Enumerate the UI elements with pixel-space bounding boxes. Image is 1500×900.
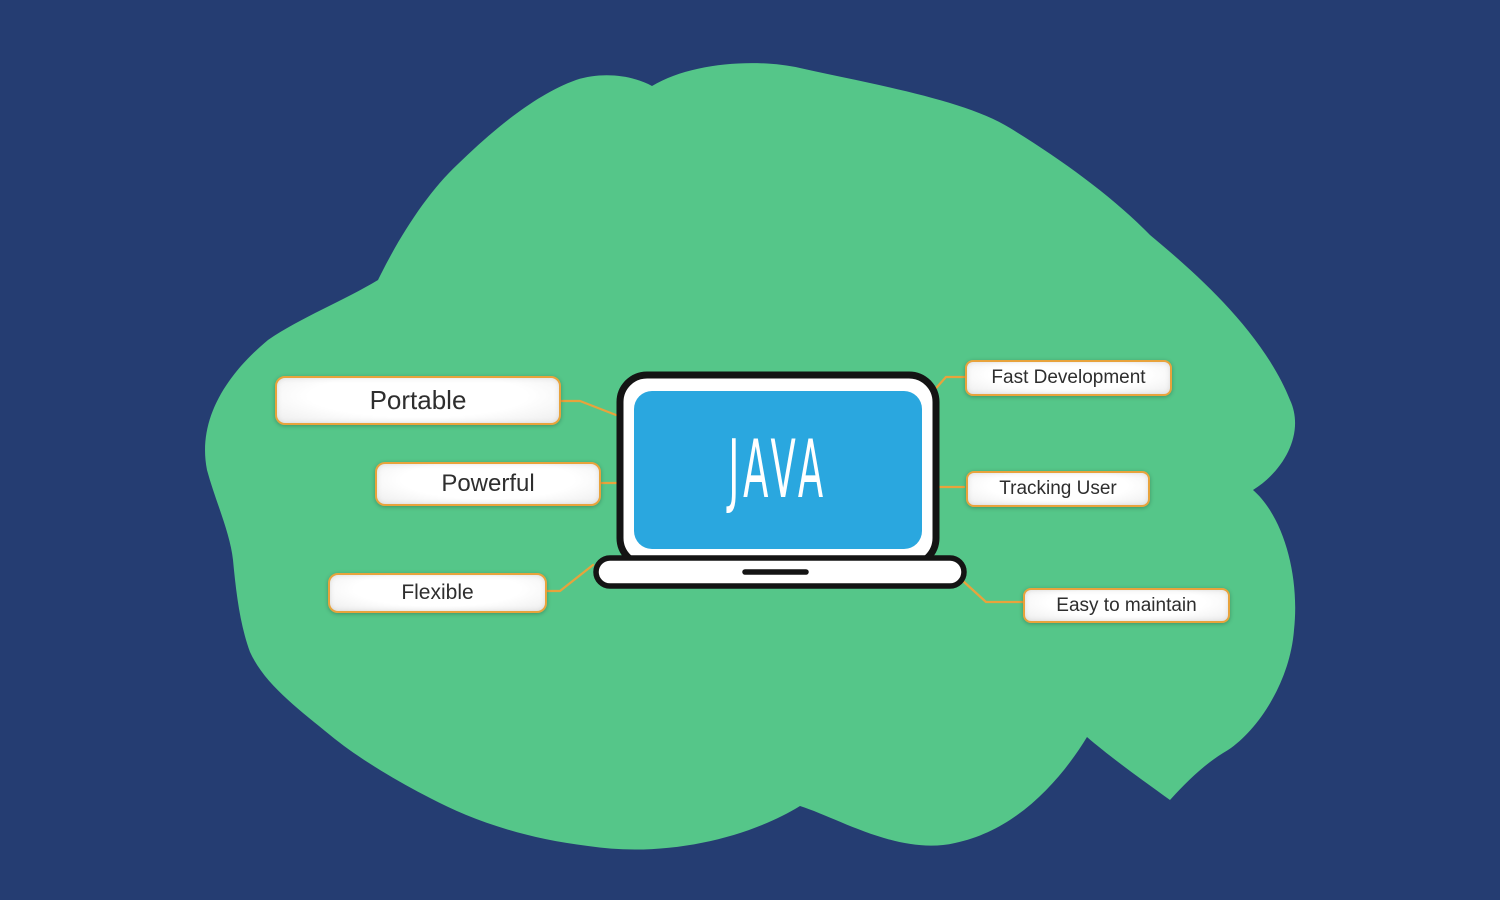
feature-box-flexible: Flexible	[328, 573, 547, 613]
feature-box-tracking-user: Tracking User	[966, 471, 1150, 507]
feature-box-easy-to-maintain: Easy to maintain	[1023, 588, 1230, 623]
feature-label: Easy to maintain	[1056, 594, 1197, 616]
connector-easy-to-maintain	[961, 579, 1025, 604]
feature-label: Tracking User	[999, 478, 1117, 499]
java-logo-text: JAVA	[728, 422, 828, 517]
connector-flexible	[540, 563, 595, 593]
feature-box-portable: Portable	[275, 376, 561, 425]
laptop-display	[634, 391, 922, 549]
feature-label: Portable	[369, 385, 467, 415]
connector-portable	[554, 399, 618, 417]
feature-label: Fast Development	[991, 367, 1146, 388]
feature-label: Powerful	[441, 470, 535, 497]
laptop-illustration	[593, 371, 967, 589]
feature-box-powerful: Powerful	[375, 462, 601, 506]
feature-label: Flexible	[401, 581, 474, 604]
feature-box-fast-development: Fast Development	[965, 360, 1172, 396]
